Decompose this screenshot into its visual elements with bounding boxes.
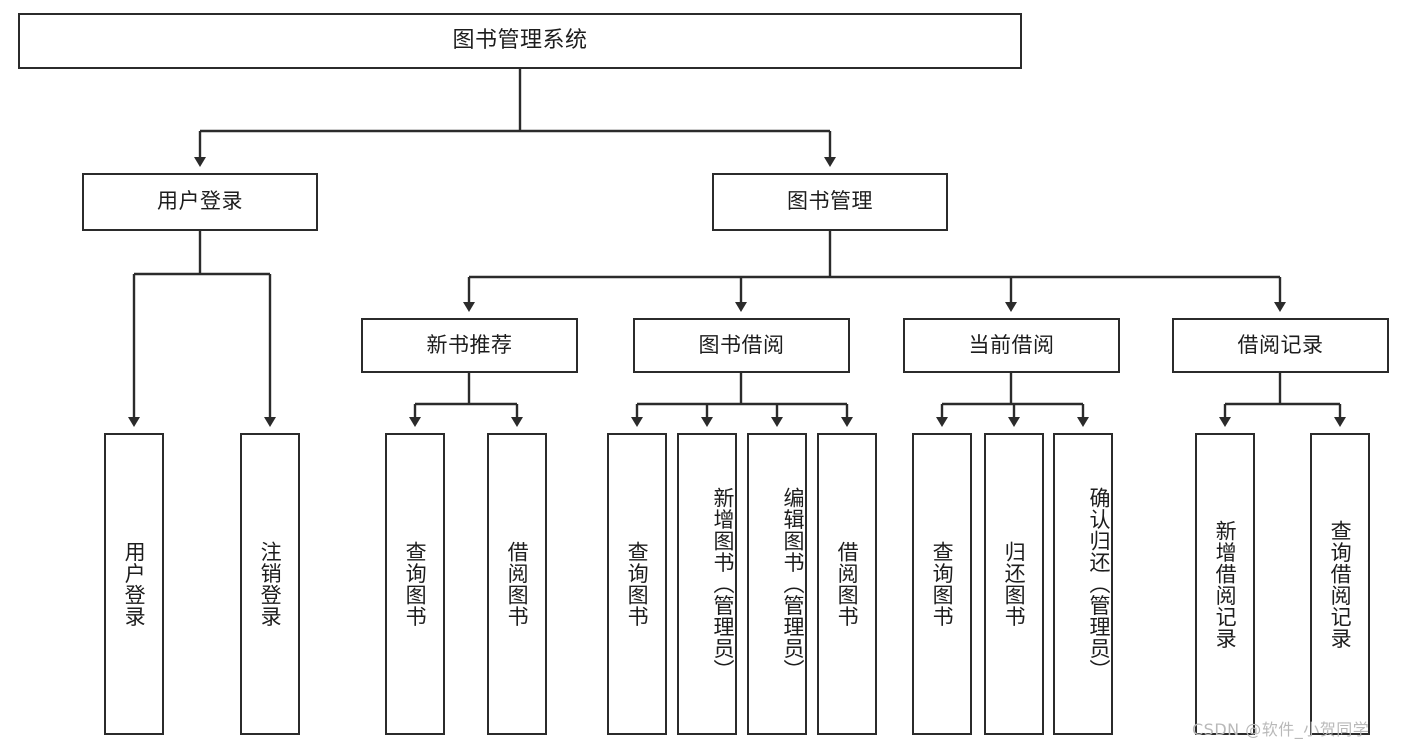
node-new-book-rec[interactable]: 新书推荐: [361, 318, 578, 373]
node-leaf-user-login[interactable]: 用户登录: [104, 433, 164, 735]
node-leaf-borrow-book-rec[interactable]: 借阅图书: [487, 433, 547, 735]
node-root-label: 图书管理系统: [452, 27, 588, 53]
node-leaf-add-record[interactable]: 新增借阅记录: [1195, 433, 1255, 735]
node-leaf-borrow-book[interactable]: 借阅图书: [817, 433, 877, 735]
node-leaf-borrow-book-rec-label: 借阅图书: [505, 541, 530, 627]
node-user-login[interactable]: 用户登录: [82, 173, 318, 231]
node-root[interactable]: 图书管理系统: [18, 13, 1022, 69]
node-book-manage[interactable]: 图书管理: [712, 173, 948, 231]
node-book-borrow[interactable]: 图书借阅: [633, 318, 850, 373]
node-leaf-query-book-rec[interactable]: 查询图书: [385, 433, 445, 735]
node-leaf-query-book-cur[interactable]: 查询图书: [912, 433, 972, 735]
node-leaf-return-book-label: 归还图书: [1002, 541, 1027, 627]
node-book-borrow-label: 图书借阅: [698, 332, 785, 357]
node-borrow-record-label: 借阅记录: [1237, 332, 1324, 357]
node-leaf-user-logout-label: 注销登录: [258, 541, 283, 627]
node-leaf-query-book-label: 查询图书: [625, 541, 650, 627]
node-user-login-label: 用户登录: [157, 189, 243, 214]
node-book-manage-label: 图书管理: [787, 189, 873, 214]
node-leaf-query-record-label: 查询借阅记录: [1328, 519, 1353, 649]
node-leaf-add-book[interactable]: 新增图书（管理员）: [677, 433, 737, 735]
node-leaf-user-login-label: 用户登录: [122, 541, 147, 627]
node-new-book-rec-label: 新书推荐: [426, 332, 513, 357]
node-leaf-query-record[interactable]: 查询借阅记录: [1310, 433, 1370, 735]
node-leaf-add-record-label: 新增借阅记录: [1213, 519, 1238, 649]
node-leaf-confirm-return-label: 确认归还（管理员）: [1087, 487, 1111, 681]
node-borrow-record[interactable]: 借阅记录: [1172, 318, 1389, 373]
node-leaf-borrow-book-label: 借阅图书: [835, 541, 860, 627]
node-leaf-query-book[interactable]: 查询图书: [607, 433, 667, 735]
watermark: CSDN @软件_小贺同学: [1192, 720, 1370, 739]
node-leaf-query-book-cur-label: 查询图书: [930, 541, 955, 627]
node-leaf-add-book-label: 新增图书（管理员）: [711, 487, 735, 681]
node-current-borrow-label: 当前借阅: [968, 332, 1055, 357]
node-leaf-user-logout[interactable]: 注销登录: [240, 433, 300, 735]
node-leaf-return-book[interactable]: 归还图书: [984, 433, 1044, 735]
node-current-borrow[interactable]: 当前借阅: [903, 318, 1120, 373]
node-leaf-query-book-rec-label: 查询图书: [403, 541, 428, 627]
node-leaf-edit-book[interactable]: 编辑图书（管理员）: [747, 433, 807, 735]
node-leaf-edit-book-label: 编辑图书（管理员）: [781, 487, 805, 681]
node-leaf-confirm-return[interactable]: 确认归还（管理员）: [1053, 433, 1113, 735]
